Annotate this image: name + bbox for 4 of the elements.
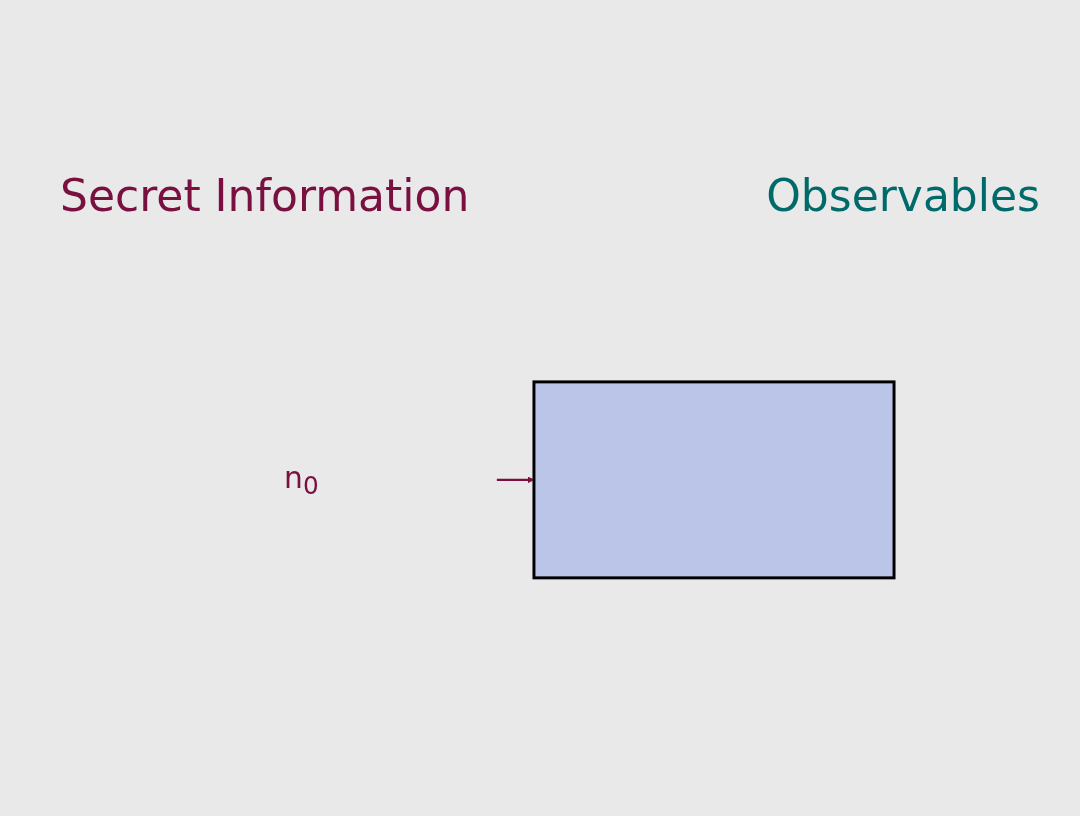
heading-label: Secret Information bbox=[60, 170, 470, 221]
heading-label: Observables bbox=[766, 170, 1040, 221]
node-text: n$_{0}$ bbox=[284, 460, 319, 501]
node-box bbox=[532, 380, 896, 580]
